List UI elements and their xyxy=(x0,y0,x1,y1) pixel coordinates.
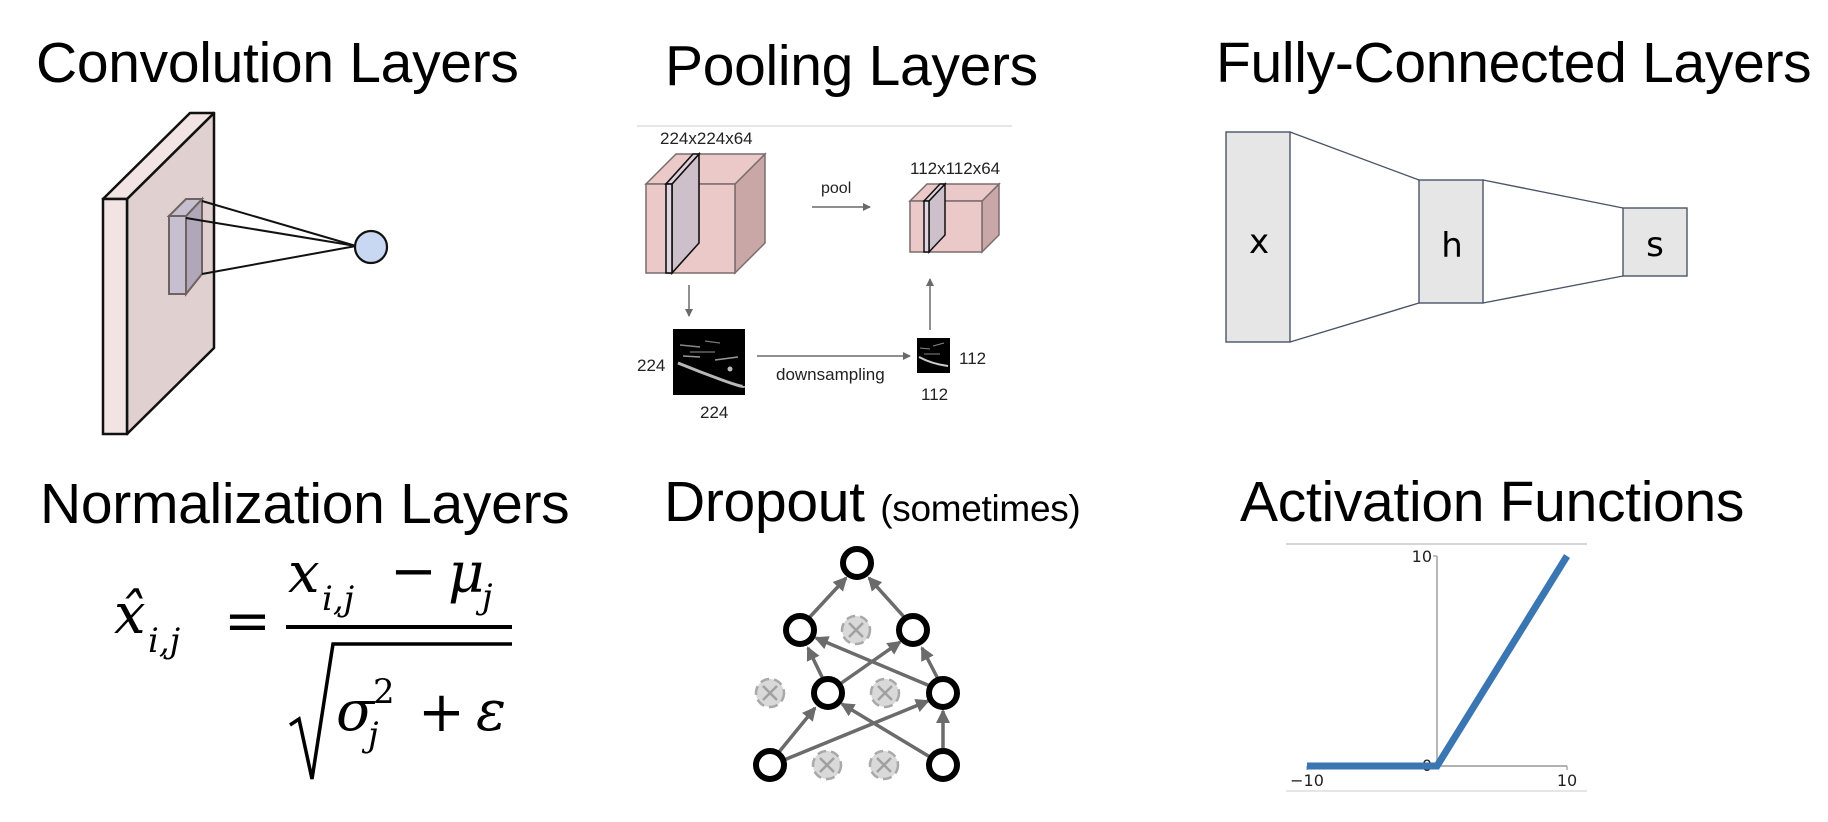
conv-connection xyxy=(201,200,357,247)
downsampling-label: downsampling xyxy=(776,365,885,384)
fc-label-s: s xyxy=(1646,225,1664,265)
y-tick-label-10: 10 xyxy=(1412,547,1432,566)
batchnorm-equation: x̂ i,j = x i,j − μ j σ j 2 + ε xyxy=(114,539,512,780)
fc-layer-h xyxy=(1418,179,1484,304)
fc-layer-s xyxy=(1622,207,1688,277)
fc-connection xyxy=(1482,179,1624,209)
x-tick-label-min: −10 xyxy=(1290,771,1324,790)
dropout-edge xyxy=(777,706,817,754)
fc-connection xyxy=(1289,131,1420,181)
dropout-edge xyxy=(806,646,825,680)
fc-layer-x xyxy=(1225,131,1291,343)
plus-sign: + xyxy=(418,680,465,745)
output-height-label: 112 xyxy=(959,349,986,368)
dropped-x-icon xyxy=(819,757,835,773)
dropout-neuron-active xyxy=(753,748,787,782)
conv-output-neuron xyxy=(353,229,389,265)
fc-label-x: x xyxy=(1249,222,1269,262)
denominator-sigma: σ xyxy=(336,679,376,744)
fc-label-h: h xyxy=(1441,226,1463,266)
fraction-bar xyxy=(286,625,512,629)
dropped-x-icon xyxy=(876,757,892,773)
conv-volume-front xyxy=(101,197,129,436)
numerator-x: x xyxy=(288,541,320,606)
normalization-layers-title: Normalization Layers xyxy=(40,472,570,536)
dropped-x-icon xyxy=(848,622,864,638)
input-volume xyxy=(644,151,767,276)
output-volume xyxy=(908,182,1001,254)
input-dims-label: 224x224x64 xyxy=(660,129,753,148)
epsilon: ε xyxy=(476,679,506,744)
dropout-edge xyxy=(867,576,907,620)
dropout-title-note: (sometimes) xyxy=(880,488,1081,529)
dropout-neuron-active xyxy=(783,613,817,647)
fc-connection xyxy=(1289,302,1420,343)
dropout-neuron-active xyxy=(896,613,930,647)
convolution-layers-title: Convolution Layers xyxy=(36,31,519,95)
fully-connected-layers-title: Fully-Connected Layers xyxy=(1216,31,1812,95)
activation-chart: 10 0 −10 10 xyxy=(1286,543,1587,792)
sigma-superscript: 2 xyxy=(373,672,395,712)
pooling-layers-title: Pooling Layers xyxy=(665,34,1038,98)
output-activation-map xyxy=(917,338,950,373)
lhs-xhat: x̂ xyxy=(114,582,146,647)
equals-sign: = xyxy=(224,589,271,654)
output-dims-label: 112x112x64 xyxy=(910,159,1000,178)
dropout-edges xyxy=(777,576,950,762)
dropout-neuron-active xyxy=(840,546,874,580)
dropout-neuron-dropped xyxy=(754,677,786,709)
dropout-edge xyxy=(920,646,940,680)
dropout-title: Dropout (sometimes) xyxy=(664,474,1081,531)
dropped-x-icon xyxy=(762,685,778,701)
convolution-diagram xyxy=(101,111,389,436)
pool-label: pool xyxy=(821,180,851,197)
dropped-x-icon xyxy=(877,685,893,701)
dropout-edge xyxy=(840,702,931,759)
numerator-mu: μ xyxy=(448,541,484,606)
dropout-neuron-dropped xyxy=(840,614,872,646)
input-activation-map xyxy=(673,329,746,395)
conv-filter xyxy=(166,196,205,297)
dropout-edge xyxy=(783,699,930,762)
dropout-neuron-active xyxy=(926,676,960,710)
dropout-edge xyxy=(838,640,902,686)
sqrt-sign xyxy=(289,642,512,780)
conv-connection xyxy=(201,245,357,275)
dropout-neuron-dropped xyxy=(869,677,901,709)
relu-series-line xyxy=(1307,554,1570,770)
dropout-edge xyxy=(806,576,848,621)
minus-sign: − xyxy=(390,539,437,604)
fc-connection xyxy=(1482,275,1624,304)
x-tick-label-max: 10 xyxy=(1557,771,1577,790)
dropout-edge xyxy=(814,636,931,688)
activation-functions-title: Activation Functions xyxy=(1240,470,1745,534)
dropout-neuron-dropped xyxy=(811,749,843,781)
dropout-neuron-dropped xyxy=(868,749,900,781)
dropout-neuron-active xyxy=(811,676,845,710)
numerator-x-subscript: i,j xyxy=(322,579,355,619)
dropout-network xyxy=(753,546,960,782)
dropout-title-main: Dropout xyxy=(664,470,865,534)
conv-connection xyxy=(185,217,357,247)
dropout-nodes xyxy=(753,546,960,782)
dropout-neuron-active xyxy=(926,748,960,782)
fully-connected-diagram: x h s xyxy=(1225,131,1688,343)
input-height-label: 224 xyxy=(637,356,665,375)
output-width-label: 112 xyxy=(921,385,948,404)
pooling-diagram: 224x224x64 pool 112x112x64 xyxy=(637,125,1012,422)
input-width-label: 224 xyxy=(700,403,728,422)
lhs-subscript: i,j xyxy=(148,621,181,661)
